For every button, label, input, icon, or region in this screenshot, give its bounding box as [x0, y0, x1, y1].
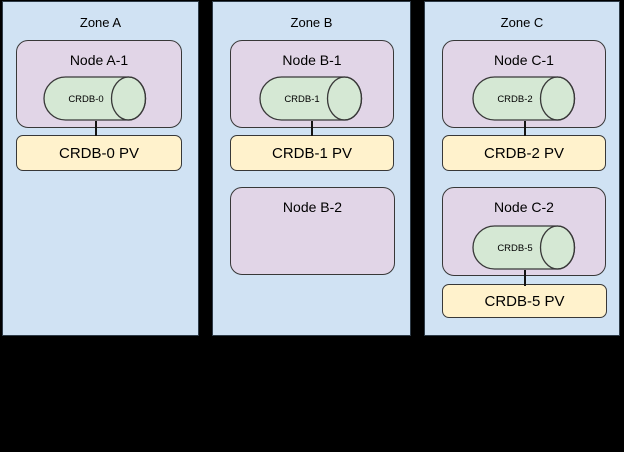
- crdb-1-cylinder-icon: CRDB-1: [259, 76, 363, 121]
- crdb-0-cylinder-icon: CRDB-0: [43, 76, 147, 121]
- zone-a-title: Zone A: [79, 15, 122, 30]
- crdb-1-label: CRDB-1: [284, 94, 319, 105]
- crdb-1-pv-label: CRDB-1 PV: [271, 144, 353, 162]
- zone-b-title: Zone B: [290, 15, 333, 30]
- cylinder-cap: [539, 225, 576, 270]
- crdb-5-pv: CRDB-5 PV: [442, 284, 607, 318]
- crdb-1-pv: CRDB-1 PV: [230, 135, 394, 171]
- node-a-1-label: Node A-1: [69, 52, 129, 68]
- node-b-2: Node B-2: [230, 187, 395, 275]
- connector-crdb5-to-pv: [524, 270, 526, 286]
- cylinder-cap: [539, 76, 576, 121]
- zone-c-title: Zone C: [500, 15, 544, 30]
- crdb-0-pv-label: CRDB-0 PV: [58, 144, 140, 162]
- crdb-2-cylinder-icon: CRDB-2: [472, 76, 576, 121]
- node-c-1-label: Node C-1: [494, 52, 554, 68]
- crdb-2-pv: CRDB-2 PV: [442, 135, 606, 171]
- zone-c: Zone C Node C-1 CRDB-2 CRDB-2 PV Node C-…: [424, 1, 620, 336]
- crdb-5-cylinder-icon: CRDB-5: [472, 225, 576, 270]
- cylinder-cap: [110, 76, 147, 121]
- connector-crdb0-to-pv: [95, 121, 97, 136]
- crdb-5-pv-label: CRDB-5 PV: [484, 292, 565, 310]
- zone-a: Zone A Node A-1 CRDB-0 CRDB-0 PV: [2, 1, 199, 336]
- zone-b: Zone B Node B-1 CRDB-1 CRDB-1 PV Node B-…: [212, 1, 411, 336]
- crdb-2-label: CRDB-2: [497, 94, 532, 105]
- node-b-2-label: Node B-2: [282, 199, 343, 215]
- cylinder-cap: [326, 76, 363, 121]
- crdb-2-pv-label: CRDB-2 PV: [483, 144, 565, 162]
- node-b-1-label: Node B-1: [282, 52, 342, 68]
- node-c-2-label: Node C-2: [494, 199, 554, 215]
- crdb-5-label: CRDB-5: [497, 243, 532, 254]
- connector-crdb1-to-pv: [311, 121, 313, 136]
- crdb-0-pv: CRDB-0 PV: [16, 135, 182, 171]
- crdb-0-label: CRDB-0: [68, 94, 103, 105]
- connector-crdb2-to-pv: [524, 121, 526, 136]
